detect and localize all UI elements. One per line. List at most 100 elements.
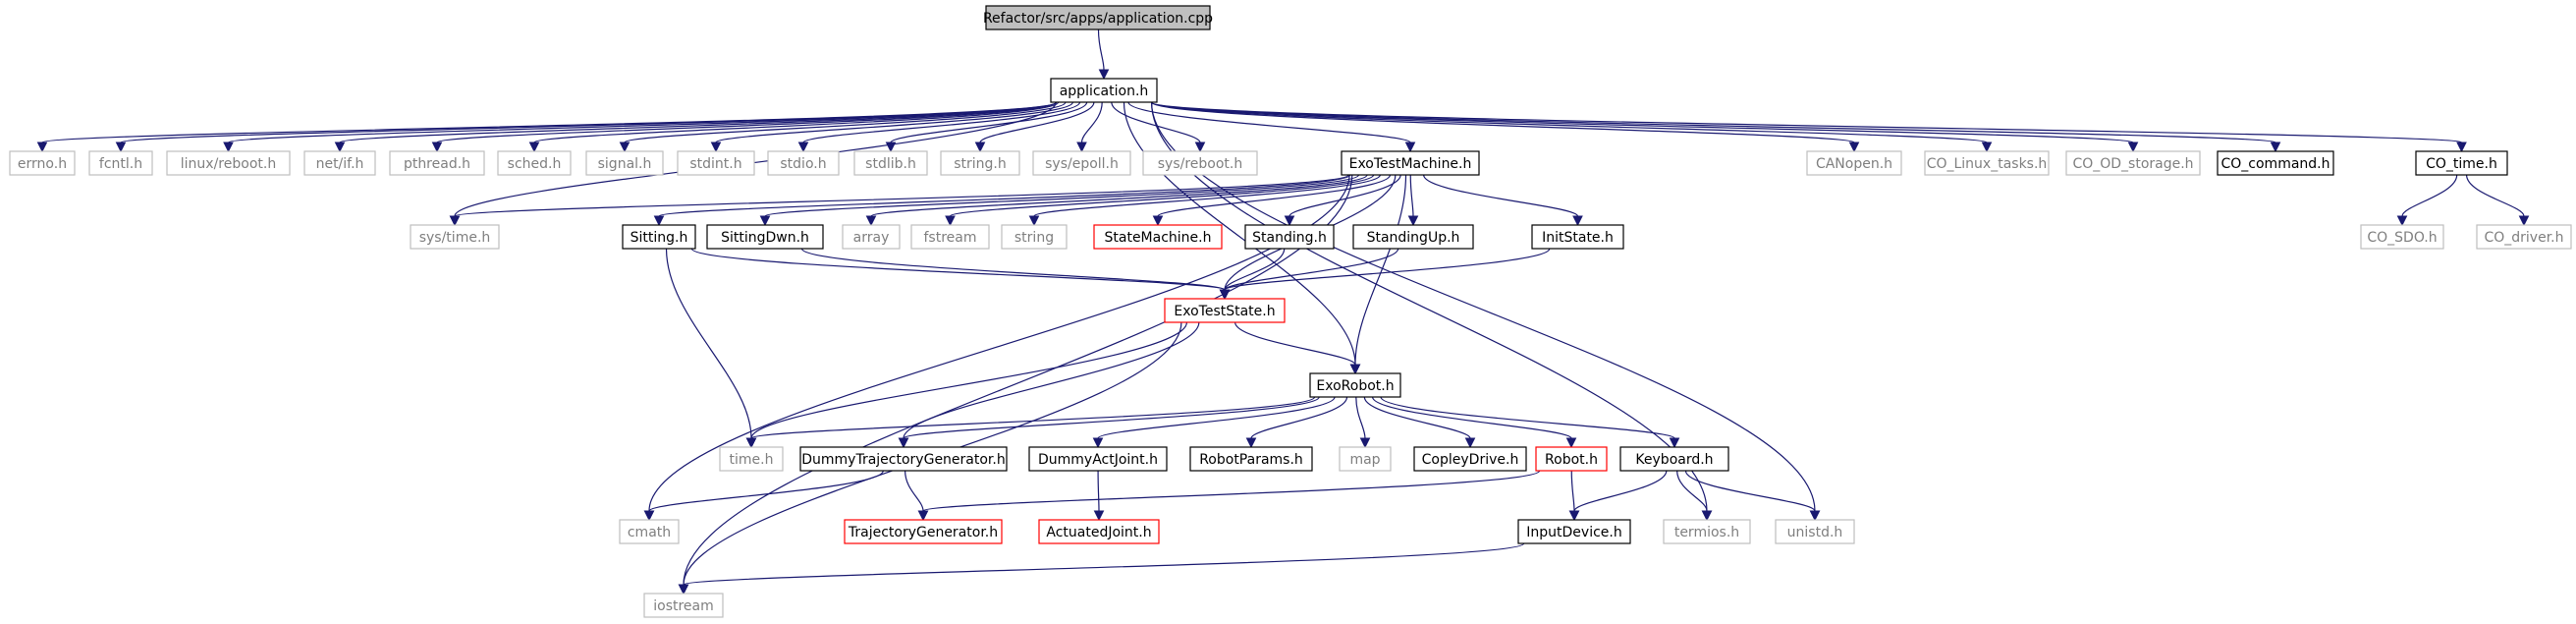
node-dummytraj[interactable]: DummyTrajectoryGenerator.h bbox=[799, 446, 1008, 472]
node-stdlib[interactable]: stdlib.h bbox=[853, 150, 928, 176]
node-robotparams[interactable]: RobotParams.h bbox=[1189, 446, 1313, 472]
edge-app-h-to-signal bbox=[619, 101, 1067, 153]
edge-line bbox=[1224, 248, 1286, 291]
edge-app-h-to-co-command bbox=[1151, 101, 2281, 153]
edge-line bbox=[454, 174, 1349, 217]
node-standing[interactable]: Standing.h bbox=[1244, 224, 1335, 250]
node-label: stdint.h bbox=[689, 156, 741, 172]
node-label: sys/reboot.h bbox=[1158, 156, 1242, 172]
node-box bbox=[166, 150, 291, 176]
node-trajgen[interactable]: TrajectoryGenerator.h bbox=[844, 519, 1003, 544]
node-label: map bbox=[1349, 452, 1380, 468]
node-sched[interactable]: sched.h bbox=[497, 150, 572, 176]
edge-line bbox=[904, 470, 924, 512]
node-linux-tasks[interactable]: CO_Linux_tasks.h bbox=[1924, 150, 2050, 176]
edge-exorobot-to-copley bbox=[1363, 396, 1476, 449]
edge-sittingdwn-to-exoteststate bbox=[800, 248, 1231, 301]
node-box bbox=[1619, 446, 1729, 472]
node-string[interactable]: string bbox=[1001, 224, 1068, 250]
edge-line bbox=[339, 101, 1057, 143]
node-unistd[interactable]: unistd.h bbox=[1775, 519, 1855, 544]
edge-sitting-to-exoteststate bbox=[690, 248, 1231, 301]
edge-line bbox=[979, 101, 1095, 143]
node-co-driver[interactable]: CO_driver.h bbox=[2476, 224, 2572, 250]
node-dummyact[interactable]: DummyActJoint.h bbox=[1028, 446, 1168, 472]
node-array[interactable]: array bbox=[842, 224, 901, 250]
node-exotest[interactable]: ExoTestMachine.h bbox=[1341, 150, 1480, 176]
node-iostream[interactable]: iostream bbox=[643, 593, 724, 618]
node-keyboard[interactable]: Keyboard.h bbox=[1619, 446, 1729, 472]
node-netif[interactable]: net/if.h bbox=[303, 150, 376, 176]
node-label: array bbox=[853, 230, 890, 246]
node-label: Sitting.h bbox=[630, 230, 688, 246]
node-initstate[interactable]: InitState.h bbox=[1531, 224, 1624, 250]
node-app-cpp[interactable]: Refactor/src/apps/application.cpp bbox=[983, 5, 1213, 30]
node-map[interactable]: map bbox=[1339, 446, 1392, 472]
edge-arrowhead bbox=[797, 142, 809, 153]
edge-line bbox=[903, 321, 1200, 439]
node-label: linux/reboot.h bbox=[181, 156, 276, 172]
node-label: sched.h bbox=[508, 156, 562, 172]
node-box bbox=[2476, 224, 2572, 250]
node-app-h[interactable]: application.h bbox=[1050, 78, 1158, 103]
edge-line bbox=[658, 174, 1351, 217]
node-robot[interactable]: Robot.h bbox=[1535, 446, 1608, 472]
node-label: CO_time.h bbox=[2426, 156, 2497, 172]
node-systime[interactable]: sys/time.h bbox=[410, 224, 500, 250]
node-pthread[interactable]: pthread.h bbox=[389, 150, 485, 176]
edge-line bbox=[1151, 101, 2276, 143]
node-co-time[interactable]: CO_time.h bbox=[2415, 150, 2508, 176]
node-reboot[interactable]: linux/reboot.h bbox=[166, 150, 291, 176]
edge-dummyact-to-actjoint bbox=[1093, 470, 1105, 522]
node-label: TrajectoryGenerator.h bbox=[848, 525, 998, 540]
node-box bbox=[985, 5, 1211, 30]
node-co-command[interactable]: CO_command.h bbox=[2217, 150, 2334, 176]
node-fcntl[interactable]: fcntl.h bbox=[88, 150, 153, 176]
node-inputdevice[interactable]: InputDevice.h bbox=[1517, 519, 1631, 544]
edge-keyboard-to-termios bbox=[1676, 470, 1713, 522]
edge-line bbox=[1573, 470, 1668, 512]
node-cmath[interactable]: cmath bbox=[619, 519, 680, 544]
node-signal[interactable]: signal.h bbox=[585, 150, 664, 176]
node-od-storage[interactable]: CO_OD_storage.h bbox=[2065, 150, 2201, 176]
node-co-sdo[interactable]: CO_SDO.h bbox=[2360, 224, 2444, 250]
node-label: fstream bbox=[924, 230, 977, 246]
node-standingup[interactable]: StandingUp.h bbox=[1352, 224, 1474, 250]
node-exoteststate[interactable]: ExoTestState.h bbox=[1164, 298, 1286, 323]
node-label: stdlib.h bbox=[865, 156, 916, 172]
node-canopen[interactable]: CANopen.h bbox=[1806, 150, 1902, 176]
node-termios[interactable]: termios.h bbox=[1663, 519, 1751, 544]
node-actjoint[interactable]: ActuatedJoint.h bbox=[1038, 519, 1160, 544]
node-label: CO_Linux_tasks.h bbox=[1927, 156, 2048, 172]
node-string-h[interactable]: string.h bbox=[940, 150, 1020, 176]
edge-app-h-to-od-storage bbox=[1151, 101, 2139, 153]
node-exorobot[interactable]: ExoRobot.h bbox=[1309, 372, 1401, 398]
node-sitting[interactable]: Sitting.h bbox=[622, 224, 696, 250]
node-stdint[interactable]: stdint.h bbox=[677, 150, 755, 176]
node-time[interactable]: time.h bbox=[719, 446, 784, 472]
edge-app-h-to-exotest bbox=[1127, 101, 1416, 153]
edge-exotest-to-array bbox=[865, 174, 1368, 227]
edge-line bbox=[922, 470, 1541, 512]
edge-exotest-to-sittingdwn bbox=[759, 174, 1360, 227]
node-label: pthread.h bbox=[404, 156, 470, 172]
edge-arrowhead bbox=[1809, 510, 1821, 522]
edge-arrowhead bbox=[1152, 215, 1164, 227]
edge-line bbox=[802, 101, 1081, 143]
node-epoll[interactable]: sys/epoll.h bbox=[1032, 150, 1131, 176]
node-label: cmath bbox=[628, 525, 671, 540]
edge-exotest-to-standing bbox=[1284, 174, 1401, 227]
edge-line bbox=[1354, 174, 1407, 366]
node-box bbox=[1032, 150, 1131, 176]
node-fstream[interactable]: fstream bbox=[910, 224, 990, 250]
node-statemachine[interactable]: StateMachine.h bbox=[1093, 224, 1223, 250]
edge-exotest-to-systime bbox=[449, 174, 1349, 227]
node-stdio[interactable]: stdio.h bbox=[767, 150, 840, 176]
node-sysreboot[interactable]: sys/reboot.h bbox=[1142, 150, 1258, 176]
node-copley[interactable]: CopleyDrive.h bbox=[1413, 446, 1527, 472]
node-errno[interactable]: errno.h bbox=[9, 150, 76, 176]
node-sittingdwn[interactable]: SittingDwn.h bbox=[706, 224, 824, 250]
node-box bbox=[1531, 224, 1624, 250]
node-box bbox=[1244, 224, 1335, 250]
edge-exotest-to-initstate bbox=[1423, 174, 1583, 227]
